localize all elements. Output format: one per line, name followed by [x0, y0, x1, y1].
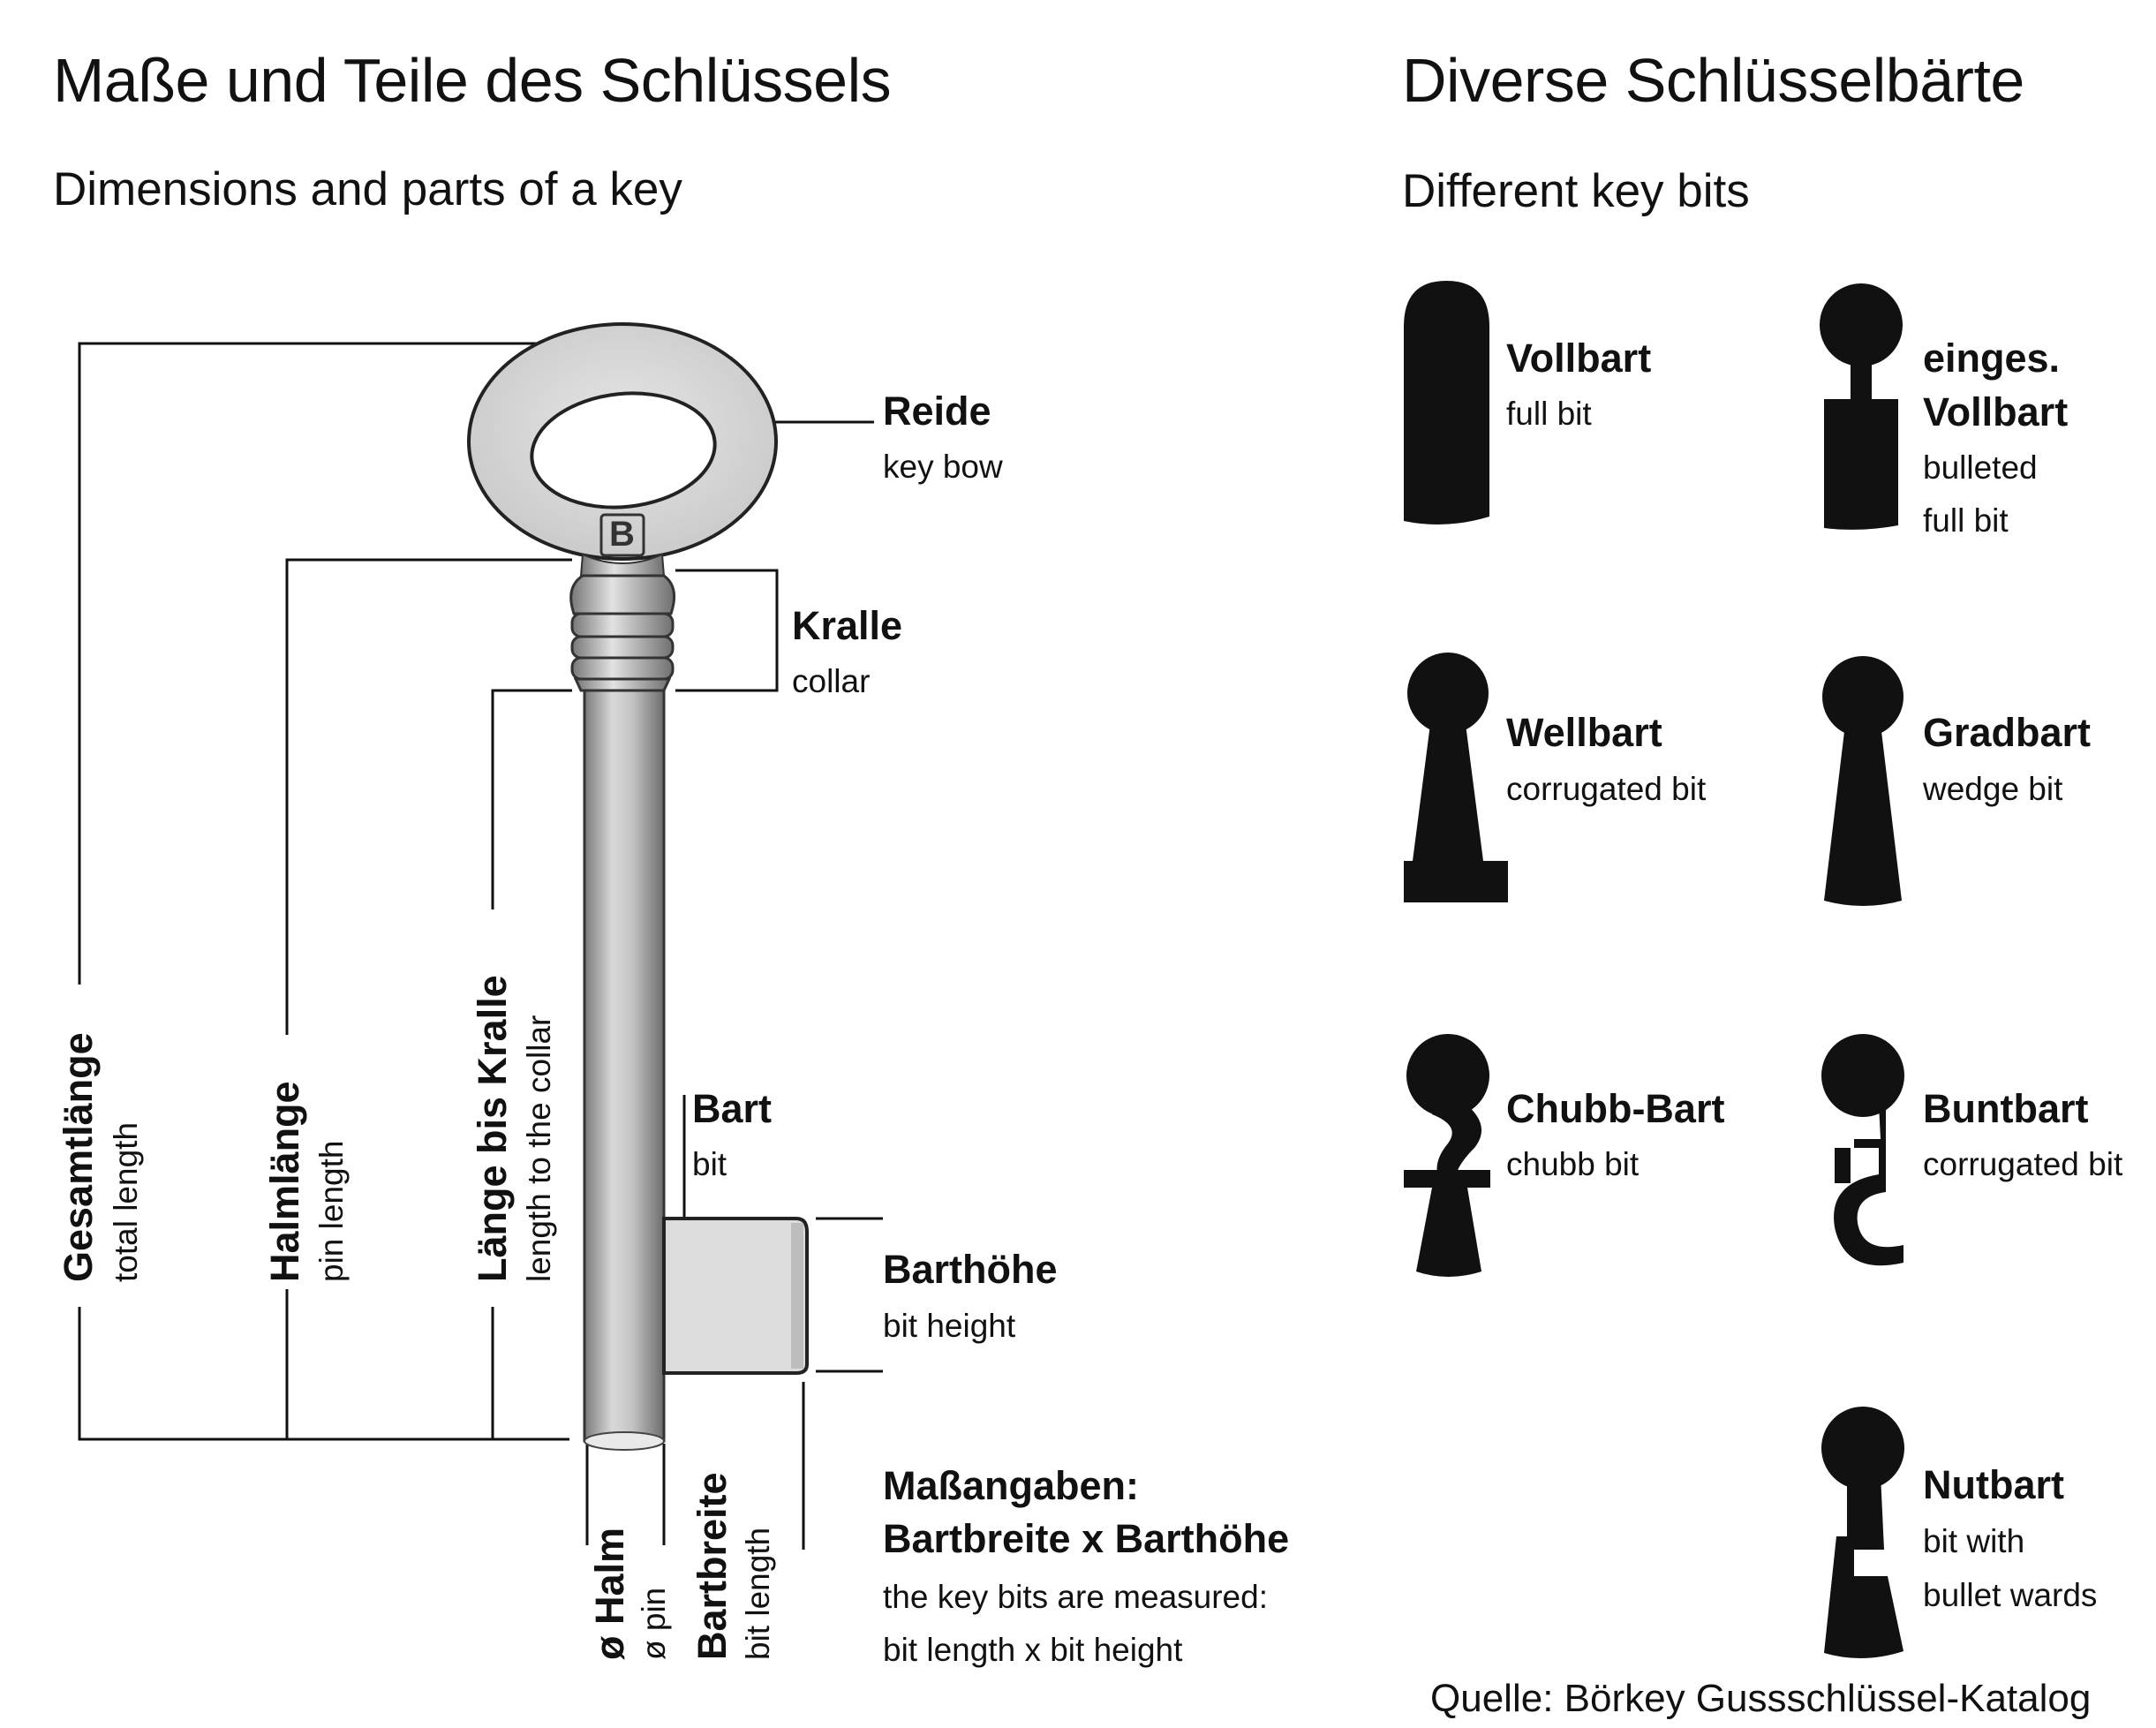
bit-6-sub2: bullet wards — [1923, 1577, 2098, 1613]
bit-1-label: einges. — [1923, 336, 2061, 381]
kralle-sub: collar — [792, 663, 871, 699]
bit-4-label: Chubb-Bart — [1506, 1086, 1725, 1131]
logo-letter: B — [609, 515, 635, 554]
left-title: Maße und Teile des Schlüssels — [53, 46, 892, 115]
logo-badge — [599, 513, 645, 557]
measure-line3: the key bits are measured: — [883, 1579, 1268, 1615]
barthoehe-label: Barthöhe — [883, 1247, 1058, 1292]
kralle-label: Kralle — [792, 603, 903, 648]
total-length-label: Gesamtlänge — [56, 1032, 101, 1282]
collar-length-bracket — [491, 689, 572, 909]
collar-bracket — [675, 569, 779, 692]
bit-1-sub: bulleted — [1923, 449, 2038, 486]
measure-line1: Maßangaben: — [883, 1463, 1140, 1508]
bulleted-full-bit-icon — [1820, 283, 1903, 530]
barthoehe-sub: bit height — [883, 1308, 1016, 1344]
collar-length-label: Länge bis Kralle — [470, 975, 515, 1282]
pin-length-label: Halmlänge — [262, 1081, 307, 1282]
collar-length-sub: length to the collar — [521, 1015, 557, 1282]
measure-line4: bit length x bit height — [883, 1632, 1183, 1668]
bit-5-label: Buntbart — [1923, 1086, 2089, 1131]
bit-1-label2: Vollbart — [1923, 389, 2069, 434]
bart-label: Bart — [692, 1086, 773, 1131]
pin-length-bracket — [285, 558, 572, 1035]
bit-2-label: Wellbart — [1506, 710, 1662, 755]
reide-sub: key bow — [883, 449, 1003, 485]
left-subtitle: Dimensions and parts of a key — [53, 163, 682, 215]
bit-5-sub: corrugated bit — [1923, 1146, 2123, 1182]
pin-length-sub: pin length — [313, 1140, 350, 1282]
chubb-bit-icon — [1404, 1034, 1490, 1277]
bit-0-sub: full bit — [1506, 396, 1592, 432]
bit-6-label: Nutbart — [1923, 1462, 2064, 1507]
bit-3-sub: wedge bit — [1923, 771, 2063, 807]
bit-0-label: Vollbart — [1506, 336, 1652, 381]
right-subtitle: Different key bits — [1402, 165, 1750, 217]
key-bow — [467, 322, 778, 561]
total-length-bracket — [78, 342, 552, 985]
source-credit: Quelle: Börkey Gussschlüssel-Katalog — [1430, 1677, 2092, 1720]
total-length-sub: total length — [108, 1121, 144, 1282]
pin-diameter-label: ø Halm — [587, 1527, 632, 1660]
bit-1-sub2: full bit — [1923, 502, 2009, 539]
key-bit — [662, 1217, 809, 1375]
bart-sub: bit — [692, 1146, 727, 1182]
bullet-wards-bit-icon — [1821, 1407, 1904, 1659]
right-title: Diverse Schlüsselbärte — [1402, 46, 2024, 115]
corrugated-bit-icon — [1404, 653, 1508, 902]
bit-2-sub: corrugated bit — [1506, 771, 1707, 807]
bit-6-sub: bit with — [1923, 1523, 2025, 1559]
bit-4-sub: chubb bit — [1506, 1146, 1640, 1182]
buntbart-bit-icon — [1821, 1034, 1904, 1266]
dimension-lines — [78, 342, 883, 1550]
wedge-bit-icon — [1822, 656, 1903, 906]
full-bit-icon — [1404, 281, 1489, 524]
reide-label: Reide — [883, 389, 991, 434]
key-collar — [569, 574, 676, 692]
bit-length-label: Bartbreite — [690, 1472, 735, 1660]
key-shaft — [583, 689, 666, 1451]
measure-line2: Bartbreite x Barthöhe — [883, 1516, 1290, 1561]
pin-diameter-sub: ø pin — [636, 1587, 672, 1660]
bit-3-label: Gradbart — [1923, 710, 2092, 755]
bit-length-sub: bit length — [740, 1527, 776, 1660]
